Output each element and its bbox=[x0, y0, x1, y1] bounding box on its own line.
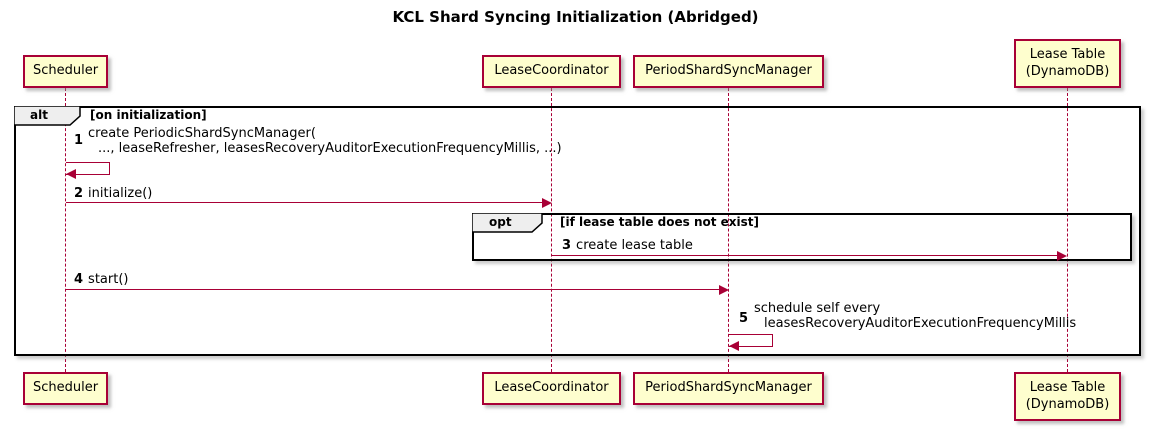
message-5-arrowhead bbox=[729, 341, 739, 351]
participant-sublabel: (DynamoDB) bbox=[1025, 396, 1110, 412]
participant-label: PeriodShardSyncManager bbox=[645, 380, 812, 396]
message-5-text: schedule self every leasesRecoveryAudito… bbox=[754, 301, 1076, 331]
alt-frame-guard: [on initialization] bbox=[90, 108, 207, 122]
lifeline-leasecoordinator bbox=[551, 88, 552, 372]
participant-label: PeriodShardSyncManager bbox=[645, 63, 812, 79]
message-2-arrowhead bbox=[542, 198, 552, 208]
message-3-text: 3 create lease table bbox=[562, 238, 693, 253]
message-5-line1: schedule self every bbox=[754, 301, 881, 316]
message-3-arrowhead bbox=[1057, 251, 1067, 261]
message-5-number: 5 bbox=[739, 311, 749, 326]
message-5-line2: leasesRecoveryAuditorExecutionFrequencyM… bbox=[764, 316, 1077, 331]
message-2-arrow bbox=[66, 202, 546, 203]
message-1-line1: create PeriodicShardSyncManager( bbox=[88, 126, 316, 141]
participant-label: LeaseCoordinator bbox=[494, 380, 609, 396]
message-1-text: create PeriodicShardSyncManager( ..., le… bbox=[88, 126, 562, 156]
alt-frame bbox=[14, 106, 1141, 356]
message-1-line2: ..., leaseRefresher, leasesRecoveryAudit… bbox=[98, 141, 562, 156]
message-2-label: initialize() bbox=[88, 186, 153, 201]
diagram-title: KCL Shard Syncing Initialization (Abridg… bbox=[392, 8, 759, 26]
message-4-number: 4 bbox=[74, 272, 84, 287]
message-2-text: 2 initialize() bbox=[74, 186, 152, 201]
participant-leasetable-top: Lease Table (DynamoDB) bbox=[1014, 39, 1121, 88]
message-4-label: start() bbox=[88, 272, 129, 287]
message-5-self-arrow bbox=[729, 334, 773, 347]
participant-label: Lease Table bbox=[1029, 379, 1106, 395]
participant-label: LeaseCoordinator bbox=[494, 63, 609, 79]
participant-leasecoordinator-top: LeaseCoordinator bbox=[482, 55, 621, 88]
participant-leasecoordinator-bottom: LeaseCoordinator bbox=[482, 372, 621, 405]
participant-sublabel: (DynamoDB) bbox=[1025, 63, 1110, 79]
message-3-label: create lease table bbox=[576, 238, 693, 253]
lifeline-periodshardsyncmanager bbox=[728, 88, 729, 372]
message-4-arrow bbox=[66, 289, 723, 290]
message-1-number: 1 bbox=[74, 133, 84, 148]
alt-frame-label: alt bbox=[30, 108, 48, 122]
participant-label: Scheduler bbox=[32, 63, 99, 79]
lifeline-scheduler bbox=[65, 88, 66, 372]
participant-periodshardsyncmanager-top: PeriodShardSyncManager bbox=[633, 55, 824, 88]
message-3-number: 3 bbox=[562, 238, 572, 253]
message-1-self-arrow bbox=[66, 162, 110, 175]
opt-frame-label-shape bbox=[472, 213, 543, 233]
opt-frame-guard: [if lease table does not exist] bbox=[560, 215, 760, 229]
lifeline-leasetable bbox=[1067, 88, 1068, 372]
participant-scheduler-top: Scheduler bbox=[23, 55, 108, 88]
participant-periodshardsyncmanager-bottom: PeriodShardSyncManager bbox=[633, 372, 824, 405]
participant-scheduler-bottom: Scheduler bbox=[23, 372, 108, 405]
participant-leasetable-bottom: Lease Table (DynamoDB) bbox=[1014, 372, 1121, 421]
message-4-text: 4 start() bbox=[74, 272, 128, 287]
message-3-arrow bbox=[552, 255, 1058, 256]
message-4-arrowhead bbox=[719, 285, 729, 295]
opt-frame-label: opt bbox=[489, 215, 512, 229]
participant-label: Scheduler bbox=[32, 380, 99, 396]
alt-frame-label-shape bbox=[14, 106, 81, 126]
message-2-number: 2 bbox=[74, 186, 84, 201]
participant-label: Lease Table bbox=[1029, 46, 1106, 62]
opt-frame bbox=[472, 213, 1132, 261]
message-1-arrowhead bbox=[66, 169, 76, 179]
